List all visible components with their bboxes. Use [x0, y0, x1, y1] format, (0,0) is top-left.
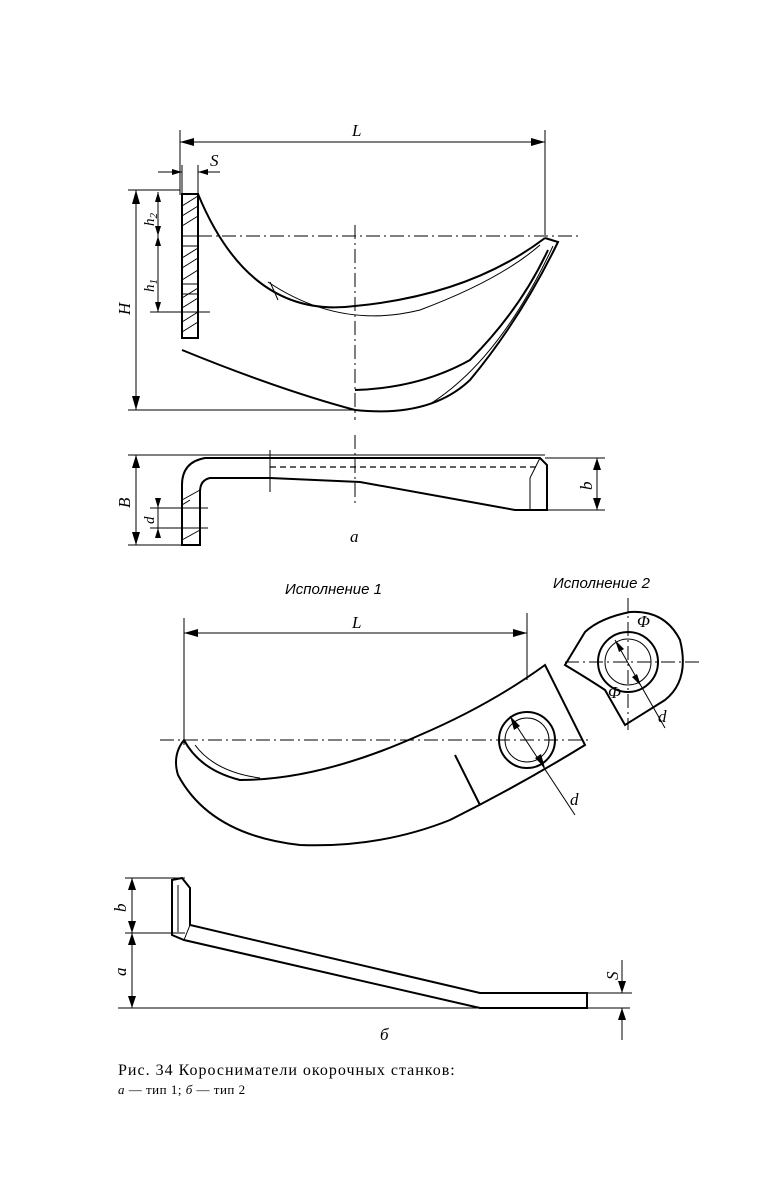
dim-label-L: L: [351, 121, 361, 140]
phi-mark-2: Φ: [608, 683, 621, 702]
variant-1-label: Исполнение 1: [285, 581, 382, 598]
caption-legend: а — тип 1; б — тип 2: [118, 1082, 638, 1098]
dim-label-b-b: b: [111, 904, 130, 913]
dim-label-B: B: [115, 497, 134, 508]
dim-label-H: H: [115, 301, 134, 316]
view-a-top-projection: L S H h2 h1: [115, 121, 578, 420]
caption-a-letter: а: [118, 1082, 125, 1097]
view-b-side-projection: b a S б: [111, 876, 632, 1044]
dim-label-h1: h1: [142, 279, 160, 292]
dim-label-d-variant2: d: [658, 707, 667, 726]
caption-a-text: — тип 1;: [125, 1082, 186, 1097]
dim-label-d-b: d: [570, 790, 579, 809]
dim-label-L-b: L: [351, 613, 361, 632]
variant-2-label: Исполнение 2: [553, 575, 651, 592]
caption-title: Рис. 34 Короснимaтели окорочных станков:: [118, 1062, 456, 1079]
view-label-a: a: [350, 527, 359, 546]
dim-label-a: a: [111, 968, 130, 977]
dim-label-d-a: d: [142, 516, 158, 524]
caption-b-text: — тип 2: [192, 1082, 246, 1097]
dim-label-S: S: [210, 151, 219, 170]
figure-caption: Рис. 34 Короснимaтели окорочных станков:…: [118, 1062, 638, 1098]
view-b-top-projection: Исполнение 1 Исполнение 2 L d Φ Φ d: [160, 575, 700, 847]
dim-label-S-b: S: [603, 971, 622, 980]
dim-label-b-a: b: [577, 482, 596, 491]
phi-mark-1: Φ: [637, 612, 650, 631]
dim-label-h2: h2: [142, 213, 160, 227]
view-a-side-projection: B d b a: [115, 435, 605, 546]
view-label-b: б: [380, 1025, 389, 1044]
caption-b-letter: б: [185, 1082, 193, 1097]
